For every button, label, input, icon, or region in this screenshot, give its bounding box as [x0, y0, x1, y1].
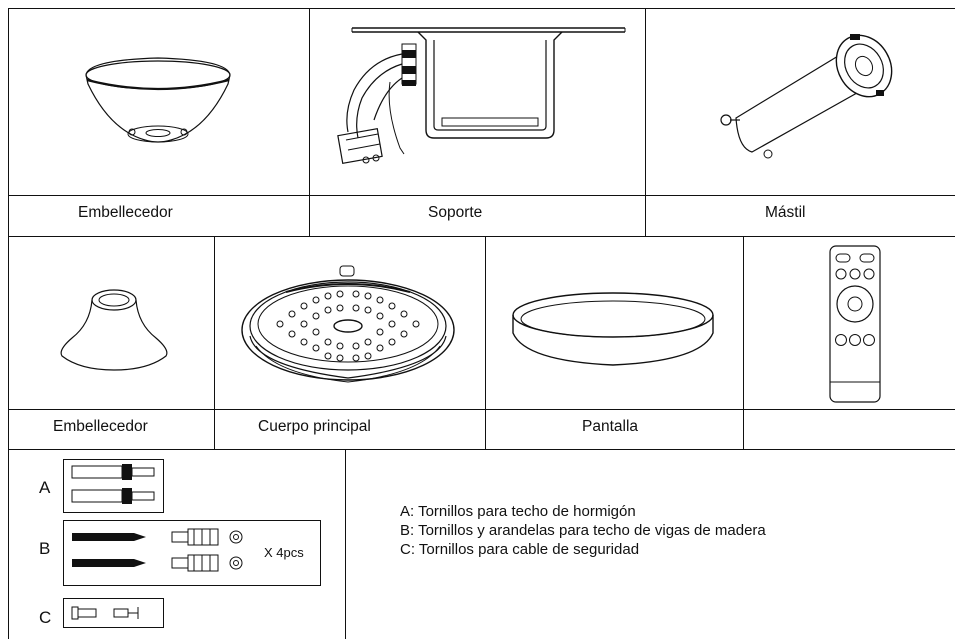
mounting-bracket-illustration — [330, 20, 630, 180]
rule-row2-label — [8, 449, 955, 450]
cover-trim-illustration — [50, 280, 180, 380]
legend-item-b: B: Tornillos y arandelas para techo de v… — [400, 522, 766, 539]
shade-illustration — [505, 285, 725, 375]
kit-letter-c: C — [39, 608, 52, 627]
label-bracket: Soporte — [428, 204, 483, 221]
motor-body-illustration — [236, 262, 466, 392]
label-downrod: Mástil — [765, 204, 806, 221]
label-canopy-trim: Embellecedor — [78, 204, 173, 221]
rule-left — [8, 8, 9, 639]
rule-row3-div — [345, 449, 346, 639]
kit-b-box: X 4pcs — [63, 520, 321, 586]
label-shade: Pantalla — [582, 418, 639, 435]
rule-row2-div1 — [214, 236, 215, 449]
rule-row1-label — [8, 236, 955, 237]
legend-item-c: C: Tornillos para cable de seguridad — [400, 541, 640, 558]
kit-c-box — [63, 598, 164, 628]
rule-row1-div2 — [645, 8, 646, 236]
label-cover-trim: Embellecedor — [53, 418, 148, 435]
rule-row1-div1 — [309, 8, 310, 236]
rule-row1-image — [8, 195, 955, 196]
rule-row2-div2 — [485, 236, 486, 449]
kit-letter-a: A — [39, 478, 51, 497]
kit-a-box — [63, 459, 164, 513]
quantity-label: X 4pcs — [264, 545, 304, 560]
rule-row2-image — [8, 409, 955, 410]
kit-letter-b: B — [39, 539, 51, 558]
legend-item-a: A: Tornillos para techo de hormigón — [400, 503, 636, 520]
downrod-illustration — [710, 20, 900, 170]
rule-top — [8, 8, 955, 9]
canopy-trim-illustration — [70, 40, 250, 170]
rule-row2-div3 — [743, 236, 744, 449]
label-main-body: Cuerpo principal — [258, 418, 371, 435]
hardware-legend: A: Tornillos para techo de hormigón B: T… — [400, 502, 766, 559]
remote-control-illustration — [824, 244, 886, 404]
